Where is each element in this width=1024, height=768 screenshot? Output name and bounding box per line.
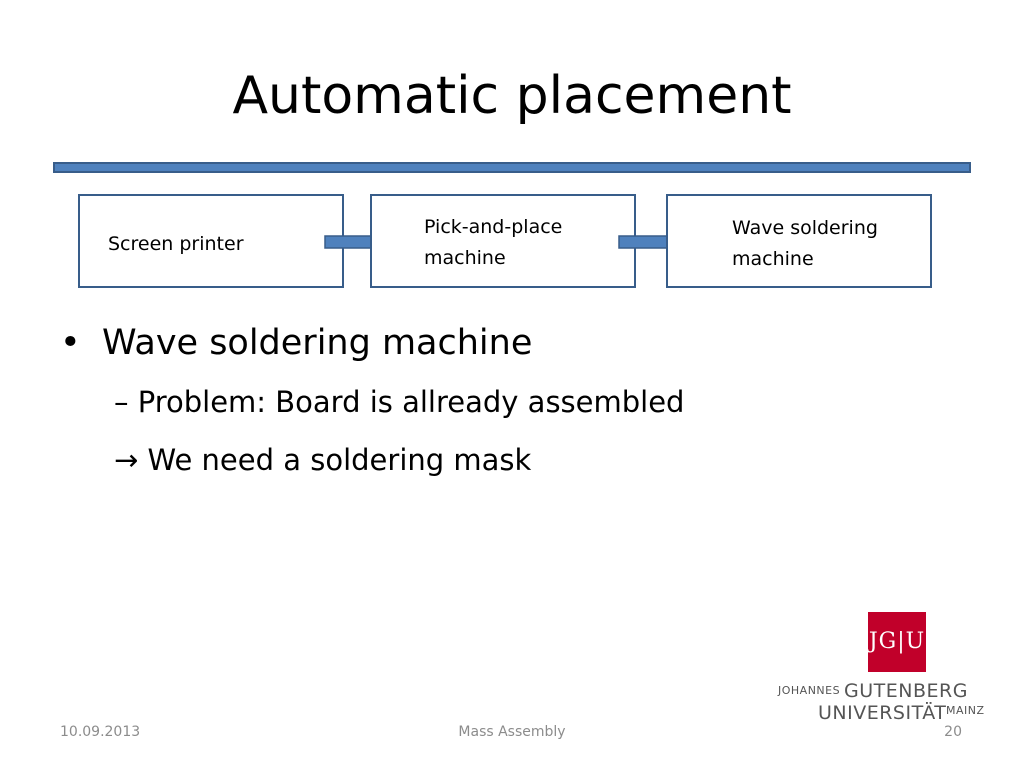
bullet-marker: • [60,323,81,363]
logo-line-johannes: JOHANNES [778,684,841,697]
flow-box-wave-soldering: Wave soldering machine [666,194,932,288]
university-logo-mark: JG|U [868,612,926,672]
title-rule [53,162,971,173]
slide-title: Automatic placement [232,66,792,126]
flow-box-line1: Wave soldering [732,217,878,239]
sub-bullet-conclusion: → We need a soldering mask [114,443,532,477]
footer-title: Mass Assembly [458,724,566,740]
flow-box-line1: Screen printer [108,233,244,255]
flow-box-label: Pick-and-place machine [424,212,562,274]
flow-box-screen-printer: Screen printer [78,194,344,288]
flow-box-pick-and-place: Pick-and-place machine [370,194,636,288]
footer-date: 10.09.2013 [60,724,141,740]
flow-box-label: Screen printer [108,229,244,260]
flow-box-label: Wave soldering machine [732,213,878,275]
logo-line-gutenberg: GUTENBERG [844,680,968,702]
sub-bullet-problem: – Problem: Board is allready assembled [114,385,685,419]
flow-box-line2: machine [424,247,506,269]
logo-line-mainz: MAINZ [946,704,985,717]
flow-box-line2: machine [732,248,814,270]
flow-box-line1: Pick-and-place [424,216,563,238]
footer-page-number: 20 [944,724,962,740]
logo-line-universitat: UNIVERSITÄT [818,702,947,724]
bullet-text: Wave soldering machine [102,323,533,363]
